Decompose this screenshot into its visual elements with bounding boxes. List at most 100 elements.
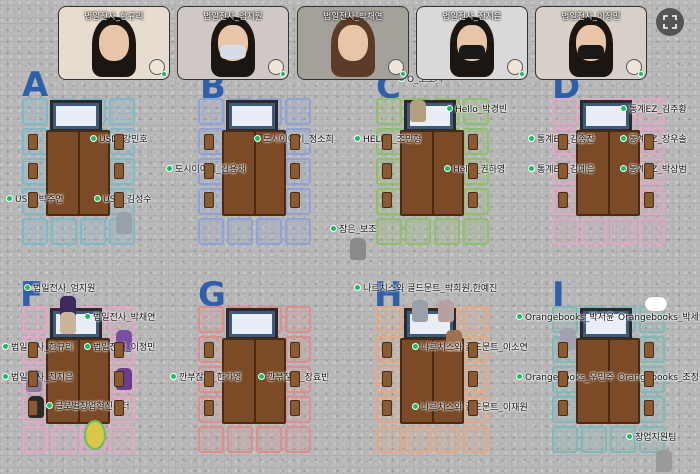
chair[interactable] (644, 134, 654, 150)
my-avatar[interactable] (84, 420, 106, 450)
whiteboard[interactable] (226, 308, 278, 340)
chair[interactable] (290, 371, 300, 387)
player-name[interactable]: 법일전사_한규리 (2, 340, 73, 353)
player-name[interactable]: 법일전사_전지은 (2, 370, 73, 383)
player-name[interactable]: Orangebooks_박세영 (618, 310, 700, 323)
player-avatar[interactable] (410, 100, 426, 122)
player-name[interactable]: 통계EZ_장우솔 (620, 132, 687, 145)
chair[interactable] (382, 371, 392, 387)
player-name[interactable]: 법일전사_이정민 (84, 340, 155, 353)
whiteboard[interactable] (50, 100, 102, 132)
chair[interactable] (644, 192, 654, 208)
player-avatar[interactable] (350, 238, 366, 260)
chair[interactable] (28, 192, 38, 208)
player-name[interactable]: 글로벌창업혁신센터 (46, 399, 130, 412)
chair[interactable] (382, 342, 392, 358)
player-avatar[interactable] (446, 330, 462, 352)
online-dot (446, 105, 453, 112)
player-name[interactable]: 법일전사_박채연 (84, 310, 155, 323)
player-name[interactable]: 통계EZ_김주황 (620, 102, 687, 115)
chair[interactable] (114, 163, 124, 179)
chair[interactable] (114, 192, 124, 208)
chat-bubble-icon[interactable] (644, 296, 668, 312)
chair[interactable] (382, 134, 392, 150)
chair[interactable] (204, 342, 214, 358)
video-feed (578, 45, 604, 59)
whiteboard[interactable] (226, 100, 278, 132)
chair[interactable] (644, 400, 654, 416)
chair[interactable] (644, 342, 654, 358)
player-name-text: USD_김성수 (103, 195, 152, 205)
video-tile[interactable]: 법일전사_박채연 (297, 6, 409, 80)
carpet-tile (639, 426, 665, 453)
chair[interactable] (114, 371, 124, 387)
meeting-table (576, 130, 640, 216)
chair[interactable] (558, 163, 568, 179)
video-tile[interactable]: 법일전사_엄지원 (177, 6, 289, 80)
chair[interactable] (558, 371, 568, 387)
chair[interactable] (204, 134, 214, 150)
chair[interactable] (114, 400, 124, 416)
chair[interactable] (28, 163, 38, 179)
player-avatar[interactable] (656, 450, 672, 472)
carpet-tile (610, 218, 636, 245)
chair[interactable] (204, 192, 214, 208)
chair[interactable] (558, 342, 568, 358)
player-name[interactable]: 잠은_보조 (330, 222, 377, 235)
chair[interactable] (290, 134, 300, 150)
player-name[interactable]: Hello_박경빈 (446, 102, 507, 115)
chair[interactable] (114, 342, 124, 358)
carpet-tile (405, 218, 431, 245)
player-name[interactable]: 법일전사_엄지원 (24, 281, 95, 294)
video-tile[interactable]: 법일전사_한규리 (58, 6, 170, 80)
online-dot (620, 105, 627, 112)
player-avatar[interactable] (438, 300, 454, 322)
video-tile[interactable]: 법일전사_전지은 (416, 6, 528, 80)
chair[interactable] (468, 371, 478, 387)
player-avatar[interactable] (116, 212, 132, 234)
chair[interactable] (28, 400, 38, 416)
player-name[interactable]: USD_박주연 (6, 192, 64, 205)
player-avatar[interactable] (412, 300, 428, 322)
chair[interactable] (28, 371, 38, 387)
video-tile-name: 법일전사_엄지원 (203, 12, 263, 22)
chair[interactable] (290, 342, 300, 358)
player-name[interactable]: 창업지원팀 (626, 430, 676, 443)
online-dot (444, 165, 451, 172)
player-name[interactable]: Orangebooks_박서윤 (516, 310, 614, 323)
chair[interactable] (558, 134, 568, 150)
player-name[interactable]: Orangebooks_우민주 (516, 370, 614, 383)
chair[interactable] (28, 342, 38, 358)
player-name[interactable]: 나르치스와 골드문트_박희원,한예진 (354, 281, 497, 294)
chair[interactable] (382, 400, 392, 416)
chair[interactable] (468, 192, 478, 208)
chair[interactable] (382, 192, 392, 208)
chair[interactable] (290, 192, 300, 208)
player-avatar[interactable] (60, 312, 76, 334)
chair[interactable] (644, 371, 654, 387)
player-name[interactable]: 통계EZ_박상범 (620, 162, 687, 175)
chair[interactable] (204, 400, 214, 416)
player-name[interactable]: USD_김성수 (94, 192, 152, 205)
chair[interactable] (558, 192, 568, 208)
chair[interactable] (468, 134, 478, 150)
chair[interactable] (290, 163, 300, 179)
player-name[interactable]: Orangebooks_조정윤 (618, 370, 700, 383)
chair[interactable] (290, 400, 300, 416)
chair[interactable] (558, 400, 568, 416)
player-name[interactable]: HELLO_조민형 (354, 132, 422, 145)
chair[interactable] (114, 134, 124, 150)
chair[interactable] (468, 163, 478, 179)
carpet-tile (285, 306, 311, 333)
expand-icon[interactable] (656, 8, 684, 36)
chair[interactable] (644, 163, 654, 179)
chair[interactable] (204, 163, 214, 179)
chair[interactable] (468, 400, 478, 416)
video-tile[interactable]: 법일전사_이정민 (535, 6, 647, 80)
chair[interactable] (28, 134, 38, 150)
chair[interactable] (382, 163, 392, 179)
chair[interactable] (204, 371, 214, 387)
chair[interactable] (468, 342, 478, 358)
meeting-table (400, 130, 464, 216)
player-name[interactable]: Hello_권하영 (444, 162, 505, 175)
